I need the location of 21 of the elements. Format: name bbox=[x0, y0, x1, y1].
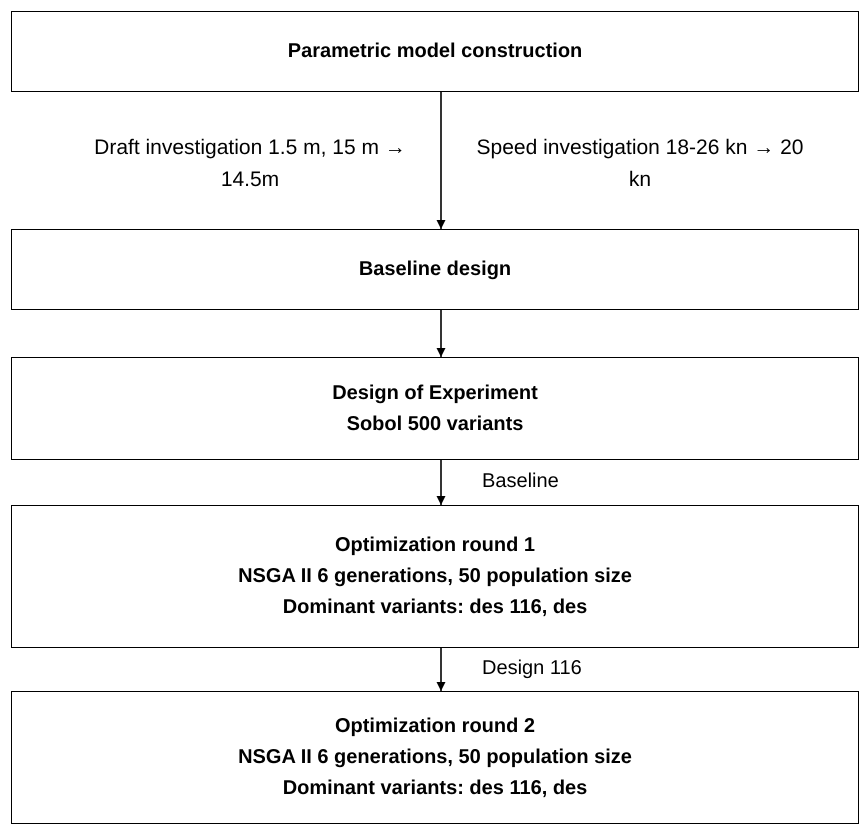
annotation-text: Draft investigation 1.5 m, 15 m → 14.5m bbox=[93, 135, 407, 192]
box-text: Sobol 500 variants bbox=[346, 412, 524, 436]
box-text: Optimization round 1 bbox=[335, 533, 535, 558]
arrow bbox=[436, 310, 446, 357]
annotation-text: Speed investigation 18-26 kn → 20 kn bbox=[476, 135, 804, 192]
box-text: Dominant variants: des 116, des bbox=[282, 776, 588, 801]
box-text: Design of Experiment bbox=[332, 380, 538, 406]
process-box bbox=[11, 11, 859, 92]
process-box bbox=[11, 691, 859, 824]
arrow bbox=[436, 648, 446, 691]
box-text: Baseline design bbox=[358, 257, 512, 282]
arrow bbox=[436, 460, 446, 505]
box-text: NSGA II 6 generations, 50 population size bbox=[238, 745, 632, 770]
box-text: Dominant variants: des 116, des bbox=[282, 595, 588, 620]
box-text: NSGA II 6 generations, 50 population size bbox=[238, 564, 632, 589]
process-box bbox=[11, 229, 859, 310]
process-box bbox=[11, 505, 859, 648]
box-text: Optimization round 2 bbox=[335, 714, 535, 739]
process-box bbox=[11, 357, 859, 460]
box-text: Parametric model construction bbox=[288, 39, 582, 64]
arrow bbox=[436, 92, 446, 229]
